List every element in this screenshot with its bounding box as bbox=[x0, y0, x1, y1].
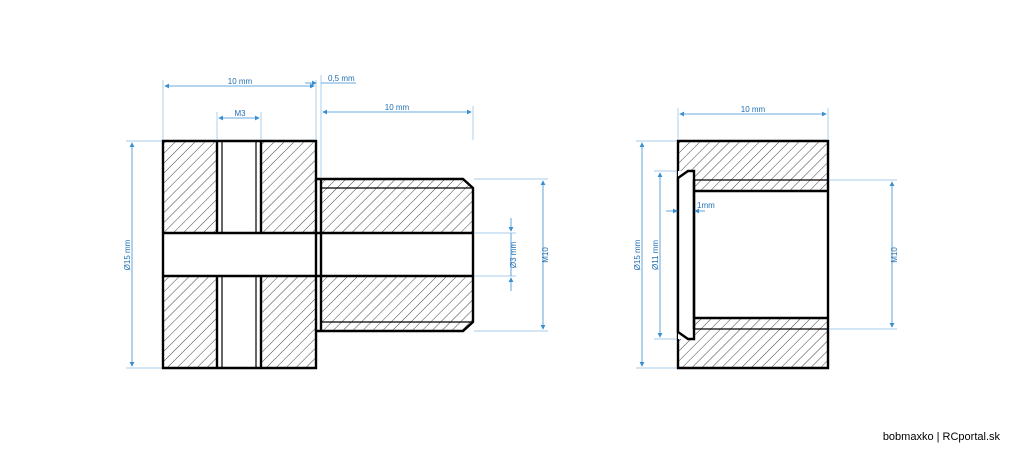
dim-bore-label: Ø3 mm bbox=[509, 242, 518, 269]
dim-right-outer-diameter-label: Ø15 mm bbox=[633, 239, 642, 270]
dim-right-length-label: 10 mm bbox=[741, 105, 766, 114]
dim-screw-hole-label: M3 bbox=[234, 109, 246, 118]
dim-gap-label: 0,5 mm bbox=[328, 74, 355, 83]
dim-right-thread-label: M10 bbox=[890, 247, 899, 263]
author-credit: bobmaxko | RCportal.sk bbox=[882, 431, 1000, 443]
dim-thread-label: M10 bbox=[541, 247, 550, 263]
dim-top-width-label: 10 mm bbox=[228, 77, 253, 86]
dim-flange-diameter-label: Ø11 mm bbox=[651, 240, 660, 270]
dim-flange-thickness-label: 1mm bbox=[697, 201, 715, 210]
dim-outer-diameter-label: Ø15 mm bbox=[123, 239, 132, 270]
left-dimensions: 10 mm 0,5 mm 10 mm M3 Ø15 mm Ø3 mm M10 bbox=[123, 74, 550, 369]
dim-shaft-length-label: 10 mm bbox=[385, 103, 410, 112]
left-part-view bbox=[161, 139, 475, 370]
right-part-view bbox=[676, 139, 830, 370]
right-dimensions: 10 mm Ø15 mm Ø11 mm 1mm M10 bbox=[633, 105, 899, 369]
